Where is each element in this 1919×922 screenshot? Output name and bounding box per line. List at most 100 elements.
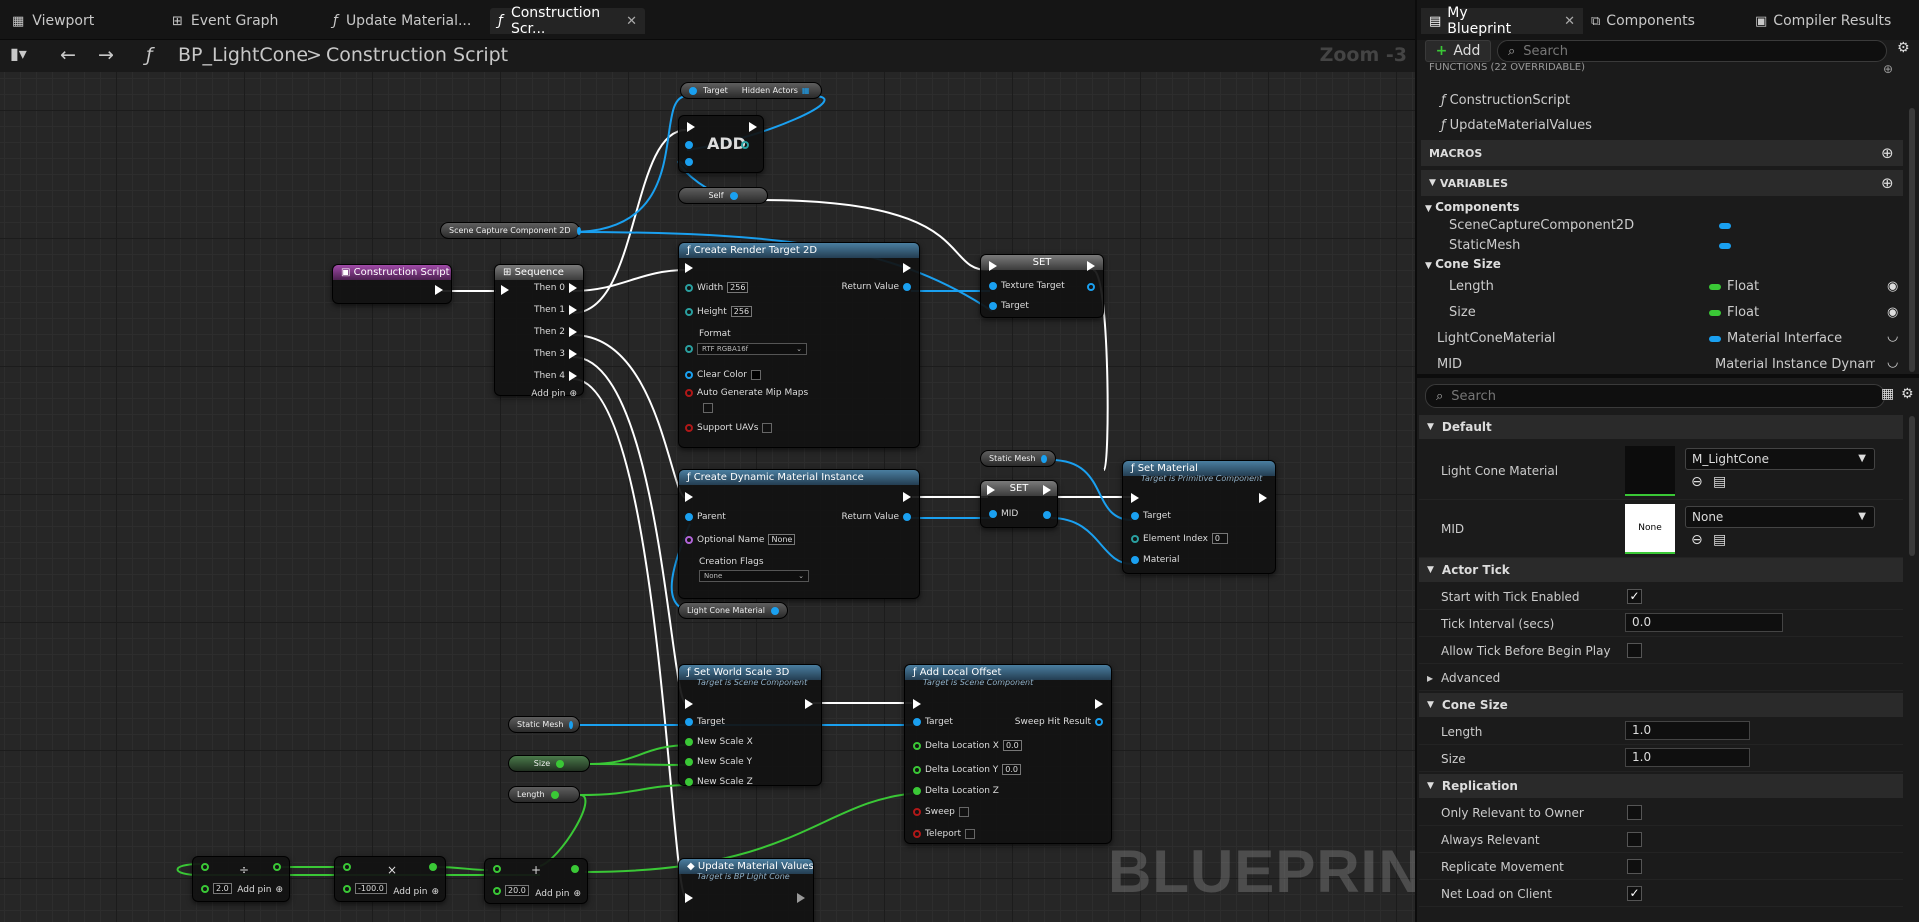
b-pin[interactable]: 2.0	[201, 883, 232, 894]
add-pin-button[interactable]: Add pin⊕	[393, 887, 439, 897]
net-load-checkbox[interactable]: ✓	[1627, 886, 1642, 901]
mid-thumbnail[interactable]: None	[1625, 504, 1675, 554]
clear-color-pin[interactable]: Clear Color	[685, 370, 761, 380]
exec-in-pin[interactable]	[685, 492, 693, 502]
static-mesh-var-node[interactable]: Static Mesh	[980, 450, 1056, 467]
start-tick-checkbox[interactable]: ✓	[1627, 589, 1642, 604]
browse-icon[interactable]: ▤	[1713, 474, 1727, 490]
tick-interval-input[interactable]: 0.0	[1625, 613, 1783, 632]
exec-in-pin[interactable]	[687, 122, 695, 132]
static-mesh-var-node-2[interactable]: Static Mesh	[508, 716, 580, 733]
add-float-node[interactable]: + 20.0 Add pin⊕	[484, 858, 588, 904]
exec-out-pin[interactable]	[903, 263, 911, 273]
replication-section-header[interactable]: ▼Replication	[1419, 774, 1903, 798]
add-function-icon[interactable]: ⊕	[1883, 62, 1894, 76]
details-scrollbar[interactable]	[1909, 416, 1915, 556]
exec-in-pin[interactable]	[501, 285, 509, 295]
material-pin[interactable]: Material	[1131, 555, 1180, 565]
table-view-icon[interactable]: ▦	[1881, 386, 1895, 402]
variable-scene-capture[interactable]: SceneCaptureComponent2D	[1449, 217, 1635, 233]
cone-size-section-header[interactable]: ▼Cone Size	[1419, 693, 1903, 717]
sequence-then1-pin[interactable]: Then 1	[534, 305, 577, 315]
sequence-node[interactable]: ⊞ Sequence Then 0 Then 1 Then 2 Then 3 T…	[494, 264, 584, 399]
breadcrumb-blueprint[interactable]: BP_LightCone	[178, 44, 309, 66]
light-cone-material-var-node[interactable]: Light Cone Material	[678, 602, 788, 619]
variable-length[interactable]: Length	[1449, 278, 1494, 294]
functions-header[interactable]: FUNCTIONS (22 OVERRIDABLE)	[1429, 61, 1585, 73]
index-out-pin[interactable]	[741, 141, 749, 149]
breadcrumb-graph[interactable]: Construction Script	[326, 44, 509, 66]
exec-out-pin[interactable]	[1259, 493, 1267, 503]
eye-icon[interactable]: ◉	[1887, 305, 1899, 320]
mid-pin[interactable]: MID	[989, 509, 1018, 519]
length-var-node[interactable]: Length	[508, 786, 580, 803]
construction-script-node[interactable]: ▣ Construction Script	[332, 264, 452, 304]
set-world-scale-node[interactable]: ƒ Set World Scale 3D Target is Scene Com…	[678, 664, 822, 787]
delta-location-z-pin[interactable]: Delta Location Z	[913, 786, 999, 796]
tab-components[interactable]: ⧉ Components	[1591, 13, 1695, 29]
add-pin-button[interactable]: Add pin⊕	[237, 885, 283, 895]
sequence-then3-pin[interactable]: Then 3	[534, 349, 577, 359]
exec-out-pin[interactable]	[797, 893, 805, 903]
teleport-pin[interactable]: Teleport	[913, 829, 975, 839]
sweep-hit-result-pin[interactable]: Sweep Hit Result	[1015, 717, 1103, 727]
back-arrow-icon[interactable]: ←	[60, 44, 76, 66]
graph-canvas[interactable]: Target Hidden Actors ▦ ADD Self Scene Ca…	[0, 72, 1415, 922]
exec-in-pin[interactable]	[685, 699, 693, 709]
gear-icon[interactable]: ⚙	[1897, 40, 1910, 56]
length-pin[interactable]	[550, 790, 559, 799]
static-mesh-pin[interactable]	[569, 720, 574, 729]
set-texture-target-node[interactable]: SET Texture Target Target	[980, 254, 1104, 318]
scene-capture-var-node[interactable]: Scene Capture Component 2D	[440, 222, 581, 239]
multiply-node[interactable]: × -100.0 Add pin⊕	[334, 856, 446, 902]
variable-mid[interactable]: MID	[1437, 356, 1463, 372]
result-pin[interactable]	[571, 865, 579, 873]
exec-in-pin[interactable]	[685, 263, 693, 273]
exec-in-pin[interactable]	[685, 893, 693, 903]
variable-static-mesh[interactable]: StaticMesh	[1449, 237, 1521, 253]
sequence-then4-pin[interactable]: Then 4	[534, 371, 577, 381]
always-relevant-checkbox[interactable]	[1627, 832, 1642, 847]
add-macro-icon[interactable]: ⊕	[1881, 144, 1894, 162]
exec-in-pin[interactable]	[989, 261, 997, 271]
b-pin[interactable]: -100.0	[343, 883, 387, 894]
variables-header[interactable]: ▼ VARIABLES	[1421, 170, 1903, 196]
use-selected-arrow-icon[interactable]: ⊖	[1691, 474, 1703, 490]
sequence-then2-pin[interactable]: Then 2	[534, 327, 577, 337]
gear-icon[interactable]: ⚙	[1901, 386, 1914, 402]
height-field[interactable]: 256	[730, 306, 753, 317]
exec-in-pin[interactable]	[987, 485, 995, 495]
width-field[interactable]: 256	[727, 282, 749, 293]
self-pin[interactable]	[729, 191, 738, 200]
allow-tick-checkbox[interactable]	[1627, 643, 1642, 658]
material-thumbnail[interactable]	[1625, 446, 1675, 496]
set-mid-node[interactable]: SET MID	[980, 480, 1058, 528]
exec-out-pin[interactable]	[903, 492, 911, 502]
variable-light-cone-material-type[interactable]: Material Interface	[1709, 331, 1842, 346]
exec-out-pin[interactable]	[1087, 261, 1095, 271]
mid-out-pin[interactable]	[1043, 511, 1051, 519]
format-dropdown[interactable]: RTF RGBA16f⌄	[697, 343, 807, 355]
array-in-pin[interactable]	[685, 141, 693, 149]
self-node[interactable]: Self	[678, 187, 768, 204]
close-icon[interactable]: ✕	[1564, 13, 1575, 29]
return-value-pin[interactable]: Return Value	[842, 282, 911, 292]
result-pin[interactable]	[429, 863, 437, 871]
tab-construction-script[interactable]: ƒ Construction Scr... ✕	[490, 5, 645, 37]
forward-arrow-icon[interactable]: →	[98, 44, 114, 66]
details-search-input[interactable]: ⌕ Search	[1425, 384, 1885, 408]
light-cone-material-combo[interactable]: M_LightCone▼	[1685, 448, 1875, 470]
light-cone-material-pin[interactable]	[771, 606, 779, 615]
macros-header[interactable]: MACROS	[1421, 140, 1903, 166]
parent-pin[interactable]: Parent	[685, 512, 726, 522]
exec-in-pin[interactable]	[913, 699, 921, 709]
set-material-node[interactable]: ƒ Set Material Target is Primitive Compo…	[1122, 460, 1276, 574]
a-pin[interactable]	[493, 865, 501, 873]
target-pin[interactable]	[689, 86, 697, 95]
new-scale-y-pin[interactable]: New Scale Y	[685, 757, 752, 767]
size-var-node[interactable]: Size	[508, 755, 590, 772]
auto-mip-checkbox[interactable]	[703, 403, 713, 413]
variable-size-type[interactable]: Float	[1709, 305, 1759, 320]
texture-target-pin[interactable]: Texture Target	[989, 281, 1065, 291]
